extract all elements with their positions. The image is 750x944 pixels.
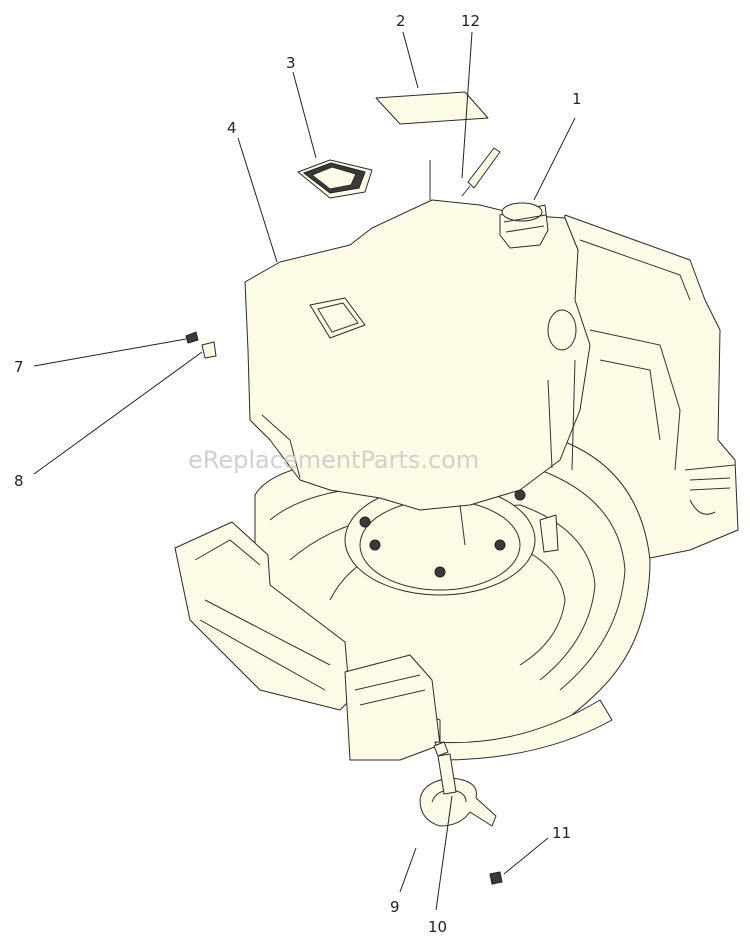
engine-part-4: [244, 160, 591, 553]
callout-3: 3: [286, 54, 296, 72]
leader-lines: [33, 31, 576, 911]
nut-part-11: [489, 871, 503, 885]
callout-8: 8: [14, 472, 24, 490]
callout-labels: 1 2 3 4 7 8 9 10 11 12: [14, 12, 582, 936]
callout-10: 10: [428, 918, 447, 936]
clip-part-8: [201, 341, 217, 359]
screw-part-7: [185, 331, 199, 344]
watermark: eReplacementParts.com: [188, 446, 479, 474]
callout-2: 2: [396, 12, 406, 30]
decal-part-2: [375, 91, 489, 125]
bolt-part-10: [433, 741, 457, 795]
callout-11: 11: [552, 824, 571, 842]
dipstick-part-12: [461, 147, 501, 197]
gasket-part-3: [297, 159, 373, 199]
callout-9: 9: [390, 898, 400, 916]
gas-cap-part-1: [499, 202, 549, 249]
callout-1: 1: [572, 90, 582, 108]
cable-clamp-part-9: [419, 777, 497, 827]
callout-7: 7: [14, 358, 24, 376]
callout-12: 12: [461, 12, 480, 30]
callout-4: 4: [227, 119, 237, 137]
mower-deck: [174, 214, 739, 761]
